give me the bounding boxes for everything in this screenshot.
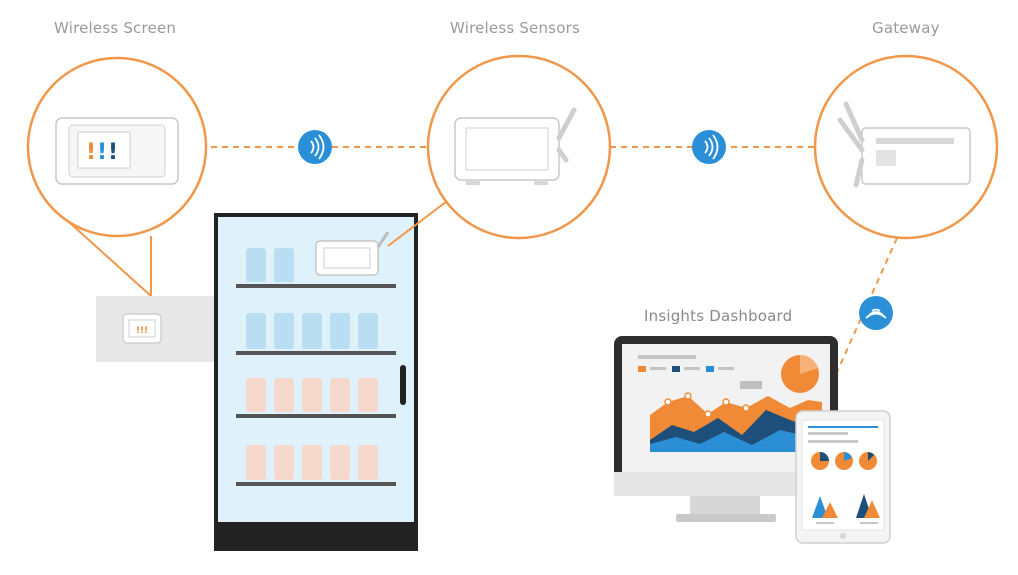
fridge-sensor	[315, 231, 390, 276]
fridge	[214, 213, 418, 551]
svg-text:!: !	[97, 140, 107, 165]
wireless-screen-label: Wireless Screen	[54, 19, 177, 37]
screen-badge-small: !!!	[136, 326, 148, 336]
small-wireless-screen: !!!	[122, 313, 162, 344]
wireless-sensor-device	[454, 107, 577, 185]
sensor-callout	[387, 194, 456, 247]
wireless-sensors-label: Wireless Sensors	[450, 19, 580, 37]
wifi-signal-icon	[298, 130, 332, 164]
gateway-label: Gateway	[872, 19, 940, 37]
svg-text:!: !	[108, 140, 118, 165]
tablet	[795, 410, 891, 544]
wifi-signal-icon	[692, 130, 726, 164]
insights-dashboard-label: Insights Dashboard	[644, 307, 793, 325]
gateway-device	[837, 101, 971, 188]
svg-text:!: !	[86, 140, 96, 165]
wireless-screen-device: ! ! !	[55, 117, 179, 185]
desktop-monitor	[614, 336, 838, 522]
screen-callout	[59, 213, 152, 297]
fridge-handle	[400, 365, 406, 405]
wifi-signal-icon	[859, 296, 893, 330]
